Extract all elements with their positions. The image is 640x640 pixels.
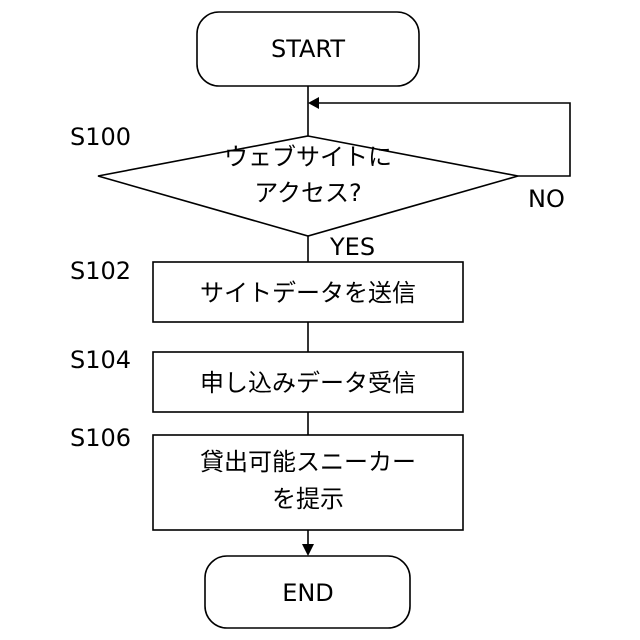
end-arrowhead bbox=[302, 544, 314, 556]
yes-label: YES bbox=[329, 233, 375, 261]
decision-text-line1: ウェブサイトに bbox=[224, 143, 392, 171]
process-s106-text-line1: 貸出可能スニーカー bbox=[200, 448, 416, 476]
process-s104-text: 申し込みデータ受信 bbox=[200, 369, 416, 397]
process-s106-text-line2: を提示 bbox=[272, 485, 344, 513]
step-label-s100: S100 bbox=[70, 123, 131, 151]
start-label: START bbox=[271, 35, 345, 63]
end-label: END bbox=[282, 579, 334, 607]
step-label-s106: S106 bbox=[70, 424, 131, 452]
loop-arrowhead bbox=[308, 97, 319, 109]
process-s102-text: サイトデータを送信 bbox=[200, 279, 416, 307]
decision-text-line2: アクセス? bbox=[254, 179, 362, 207]
step-label-s104: S104 bbox=[70, 346, 131, 374]
step-label-s102: S102 bbox=[70, 257, 131, 285]
no-label: NO bbox=[528, 185, 565, 213]
